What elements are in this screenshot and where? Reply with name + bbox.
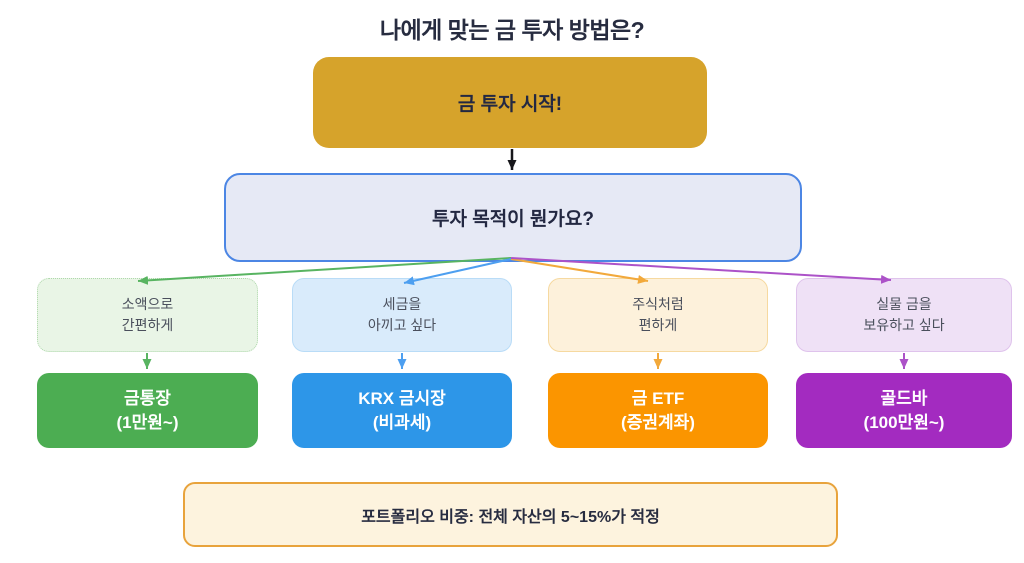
condition-node-small-amount: 소액으로 간편하게 — [37, 278, 258, 352]
condition-label-line2: 편하게 — [638, 317, 678, 333]
result-node-gold-bankbook: 금통장 (1만원~) — [37, 373, 258, 448]
result-node-gold-etf: 금 ETF (증권계좌) — [548, 373, 768, 448]
result-label-line2: (증권계좌) — [621, 412, 695, 432]
condition-label-line2: 아끼고 싶다 — [367, 317, 437, 333]
condition-node-like-stocks: 주식처럼 편하게 — [548, 278, 768, 352]
result-label-line1: KRX 금시장 — [358, 388, 446, 408]
result-label-line2: (비과세) — [372, 412, 432, 432]
result-label-line1: 골드바 — [880, 388, 928, 408]
start-node-label: 금 투자 시작! — [457, 94, 563, 115]
condition-label-line1: 세금을 — [382, 296, 422, 312]
diagram-title: 나에게 맞는 금 투자 방법은? — [379, 17, 645, 43]
condition-label-line2: 보유하고 싶다 — [863, 317, 945, 333]
condition-label-line1: 소액으로 — [121, 296, 174, 312]
condition-label-line1: 주식처럼 — [632, 296, 684, 312]
portfolio-note-label: 포트폴리오 비중: 전체 자산의 5~15%가 적정 — [361, 508, 660, 526]
result-label-line1: 금 ETF — [631, 388, 685, 408]
result-label-line2: (1만원~) — [116, 412, 179, 432]
question-node: 투자 목적이 뭔가요? — [224, 173, 802, 262]
condition-label-line1: 실물 금을 — [876, 296, 932, 312]
condition-node-physical-gold: 실물 금을 보유하고 싶다 — [796, 278, 1012, 352]
condition-node-save-tax: 세금을 아끼고 싶다 — [292, 278, 512, 352]
start-node: 금 투자 시작! — [313, 57, 707, 148]
result-node-krx-gold-market: KRX 금시장 (비과세) — [292, 373, 512, 448]
result-node-gold-bar: 골드바 (100만원~) — [796, 373, 1012, 448]
result-label-line1: 금통장 — [124, 388, 171, 408]
condition-label-line2: 간편하게 — [121, 317, 174, 333]
question-node-label: 투자 목적이 뭔가요? — [431, 209, 594, 230]
result-label-line2: (100만원~) — [863, 412, 945, 432]
portfolio-note: 포트폴리오 비중: 전체 자산의 5~15%가 적정 — [183, 482, 838, 547]
